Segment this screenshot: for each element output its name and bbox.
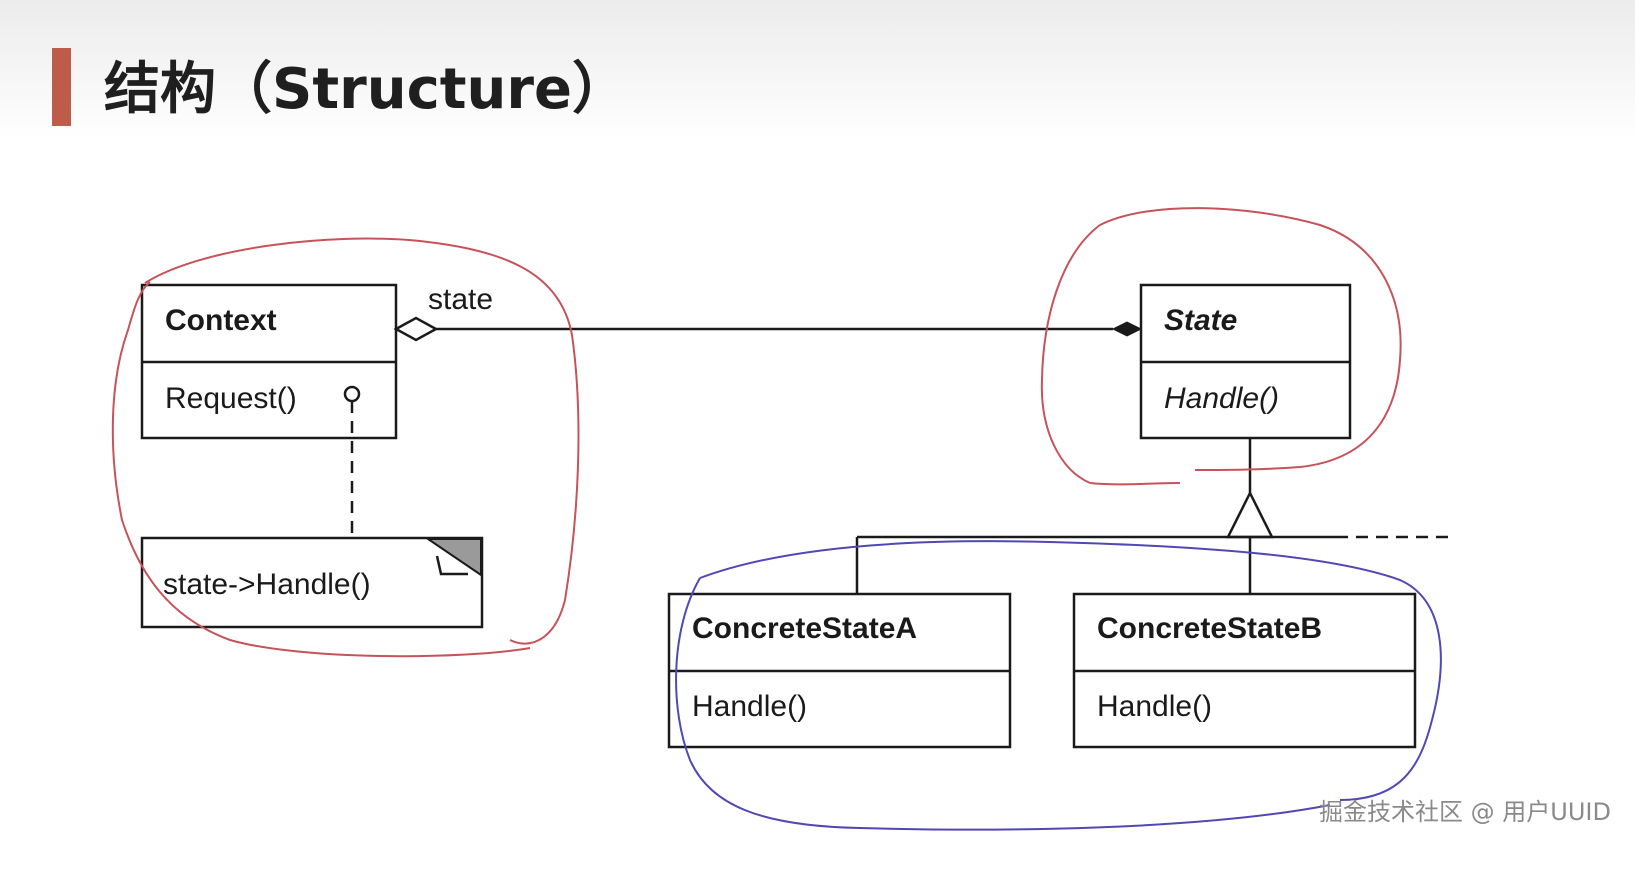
state-handle-operation: Handle() (1164, 382, 1279, 415)
state-class: State Handle() (1139, 283, 1352, 440)
context-request-operation: Request() (165, 382, 297, 415)
blue-annotation-concrete (675, 540, 1442, 831)
arrow-head (1111, 321, 1143, 337)
concrete-state-b-class: ConcreteStateB Handle() (1072, 592, 1417, 749)
red-annotation-context (111, 237, 580, 658)
context-class: Context Request() (140, 283, 398, 440)
header-band (0, 0, 1635, 140)
watermark: 掘金技术社区 @ 用户UUID (1319, 798, 1611, 826)
page-title: 结构（Structure） (104, 57, 629, 122)
red-annotation-state (1040, 207, 1402, 486)
concrete-state-b-operation: Handle() (1097, 690, 1212, 723)
note-box: state->Handle() (140, 536, 484, 629)
concrete-state-a-operation: Handle() (692, 690, 807, 723)
aggregation-diamond (393, 316, 439, 342)
note-text: state->Handle() (163, 568, 371, 601)
concrete-state-a-name: ConcreteStateA (692, 612, 917, 645)
note-fold-edge (435, 555, 468, 576)
state-class-name: State (1164, 304, 1237, 337)
association-label: state (428, 283, 493, 316)
inheritance-triangle (1225, 490, 1275, 539)
note-folded-corner (424, 538, 482, 577)
concrete-state-a-class: ConcreteStateA Handle() (667, 592, 1012, 749)
title-accent-bar (52, 48, 71, 126)
context-class-name: Context (165, 304, 277, 337)
concrete-state-b-name: ConcreteStateB (1097, 612, 1322, 645)
